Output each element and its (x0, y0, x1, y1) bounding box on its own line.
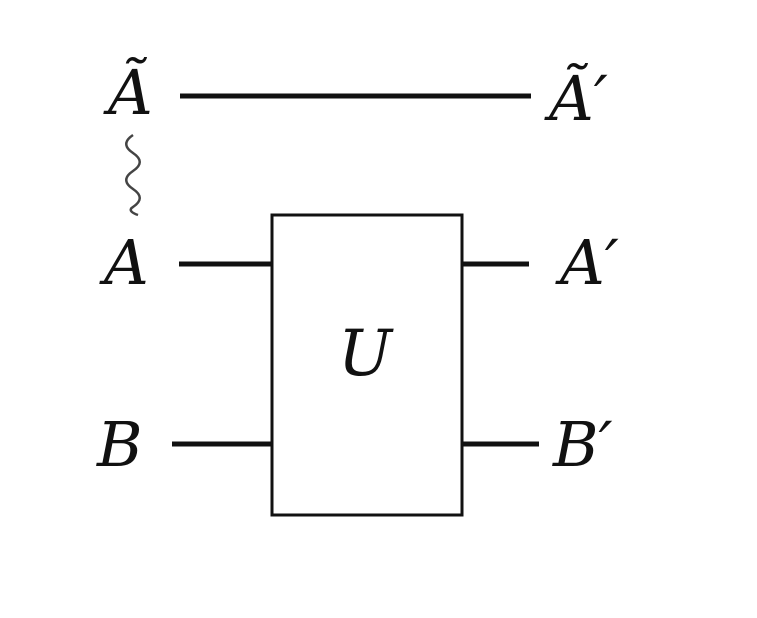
unitary-gate-box (270, 213, 464, 517)
label-b-out: B′ (553, 408, 613, 481)
gate-label: U (338, 317, 392, 391)
label-ancilla-out: Ã′ (549, 62, 608, 135)
label-b-in: B (97, 408, 143, 481)
label-ancilla-in: Ã (108, 56, 153, 129)
entanglement-squiggle (125, 133, 141, 217)
label-a-in: A (104, 226, 149, 299)
label-a-out: A′ (560, 226, 619, 299)
